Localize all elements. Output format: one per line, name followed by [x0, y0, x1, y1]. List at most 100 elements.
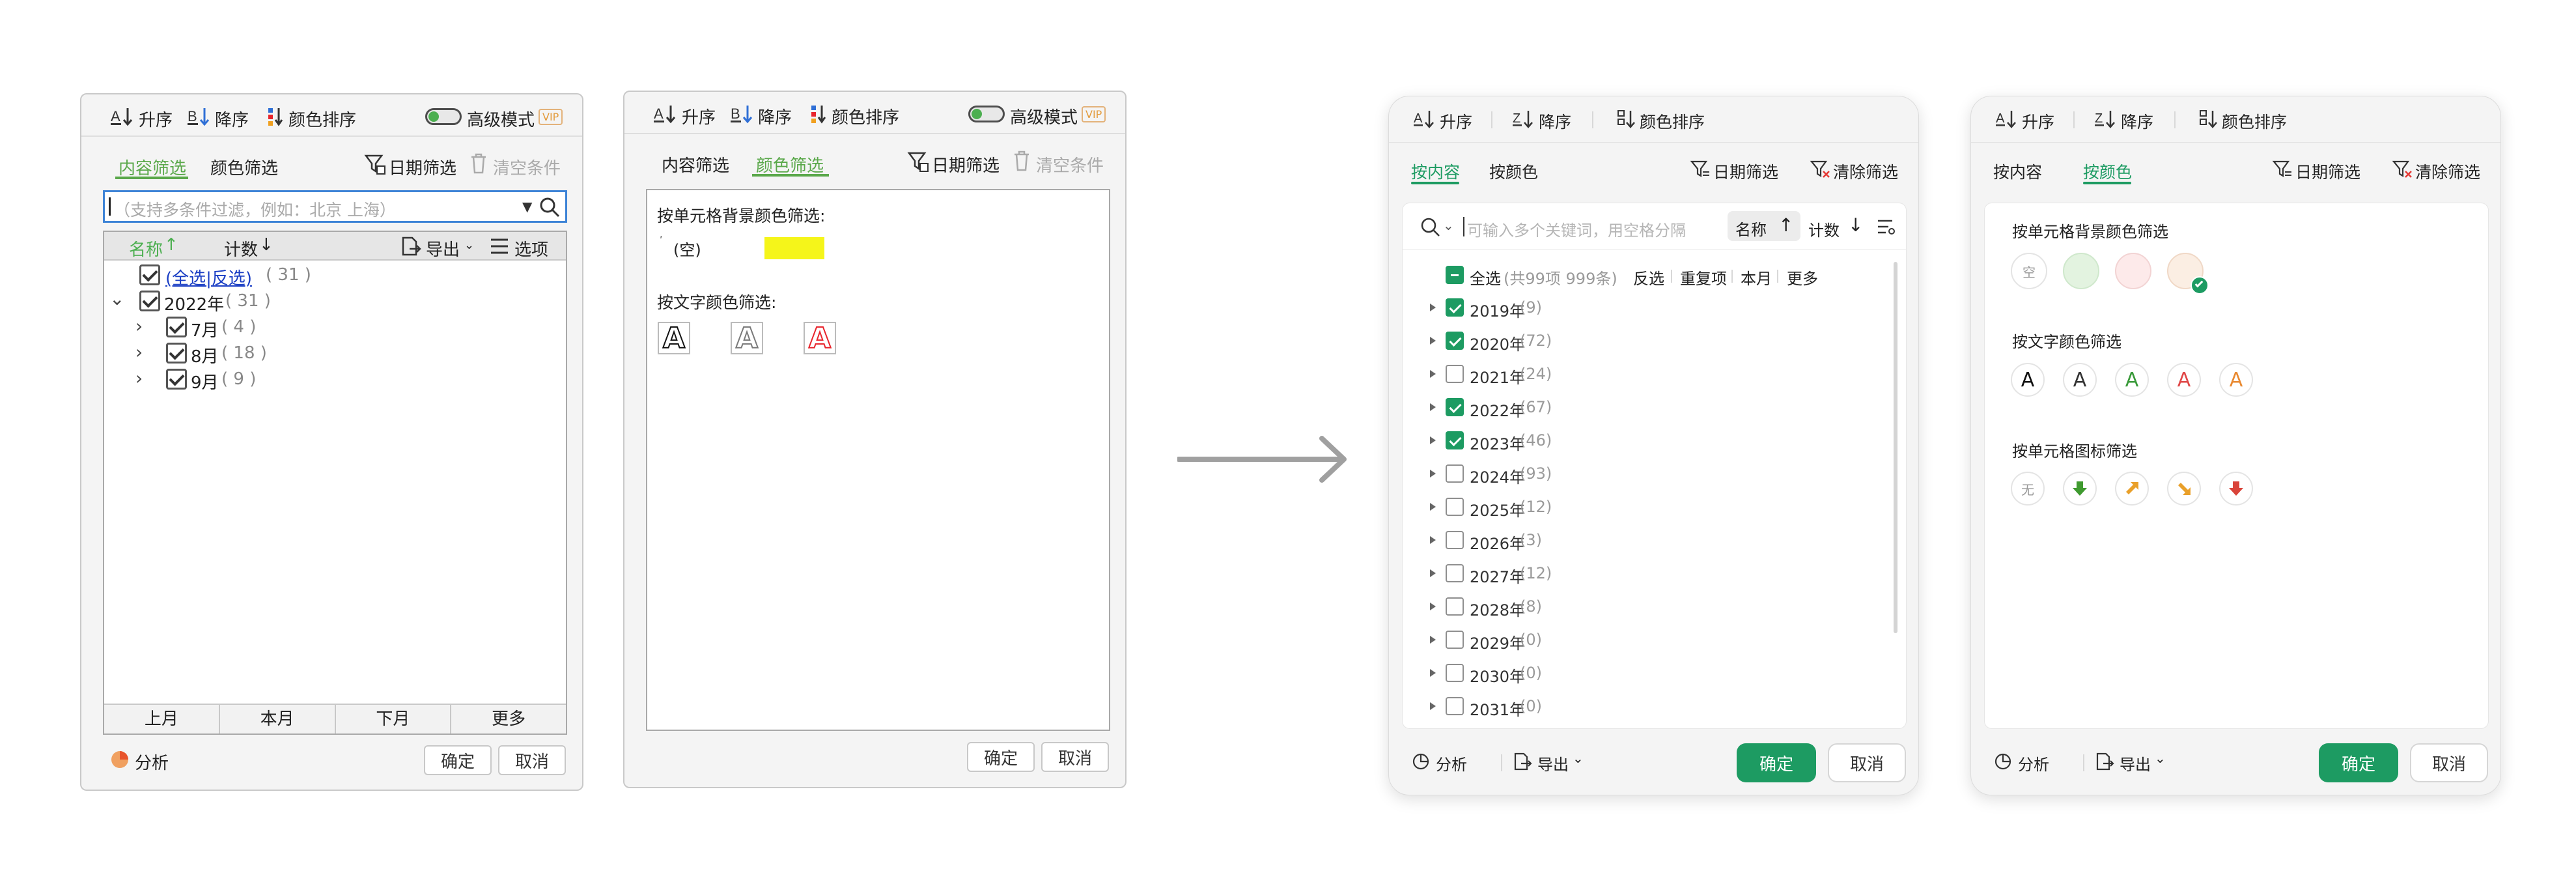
pie-chart-icon[interactable] [1993, 752, 2013, 771]
year-row[interactable]: 2026年 (3) [1403, 527, 1884, 553]
search-input-box[interactable]: （支持多条件过滤，例如：北京 上海） ▼ [103, 190, 567, 223]
advanced-mode-toggle[interactable] [425, 108, 462, 125]
date-filter-icon[interactable] [2272, 159, 2293, 180]
font-color-black-option[interactable]: A [2011, 363, 2045, 397]
checkbox[interactable] [166, 369, 187, 390]
sort-asc-icon[interactable]: A [1414, 108, 1437, 130]
ok-button[interactable]: 确定 [967, 742, 1035, 772]
clear-filter-icon[interactable] [2392, 159, 2413, 180]
font-color-dark-option[interactable]: A [2063, 363, 2097, 397]
this-month-link[interactable]: 本月 [1741, 270, 1772, 288]
expand-triangle-icon[interactable] [1430, 337, 1436, 345]
cancel-button[interactable]: 取消 [1041, 742, 1109, 772]
sort-count-label[interactable]: 计数 [1808, 221, 1840, 240]
expand-triangle-icon[interactable] [1430, 503, 1436, 511]
pie-chart-icon[interactable] [109, 749, 130, 770]
year-row[interactable]: 2019年 (9) [1403, 294, 1884, 321]
color-sort-button[interactable]: 颜色排序 [2222, 113, 2288, 132]
bg-yellow-swatch[interactable] [764, 237, 824, 259]
search-input[interactable]: 可输入多个关键词，用空格分隔 [1467, 221, 1686, 240]
sort-desc-button[interactable]: 降序 [758, 108, 792, 128]
bg-empty-option[interactable]: 空 [2011, 253, 2047, 289]
export-button[interactable]: 导出 [1537, 756, 1569, 774]
search-icon[interactable] [1420, 216, 1442, 238]
list-options-icon[interactable] [490, 238, 509, 255]
clear-filter-icon[interactable] [1810, 159, 1830, 180]
year-checkbox[interactable] [1446, 464, 1464, 483]
expand-chevron-right-icon[interactable]: › [135, 341, 143, 363]
year-checkbox[interactable] [1446, 365, 1464, 383]
column-count-header[interactable]: 计数 [224, 240, 259, 260]
date-filter-button[interactable]: 日期筛选 [1713, 163, 1779, 182]
expand-triangle-icon[interactable] [1430, 669, 1436, 677]
pie-chart-icon[interactable] [1411, 752, 1431, 771]
sort-asc-button[interactable]: 升序 [682, 108, 716, 128]
ok-button[interactable]: 确定 [424, 745, 492, 775]
bg-peach-swatch[interactable] [2167, 253, 2209, 294]
color-sort-icon[interactable] [267, 106, 283, 128]
tab-content-filter[interactable]: 内容筛选 [662, 156, 730, 176]
search-dropdown-icon[interactable]: ▼ [522, 199, 533, 214]
export-dropdown-icon[interactable]: ⌄ [464, 238, 475, 252]
expand-triangle-icon[interactable] [1430, 569, 1436, 577]
expand-triangle-icon[interactable] [1430, 370, 1436, 378]
color-sort-button[interactable]: 颜色排序 [832, 108, 900, 128]
clear-conditions-button[interactable]: 清空条件 [493, 159, 561, 178]
bg-empty-option[interactable]: (空) [673, 241, 701, 259]
checkbox[interactable] [166, 317, 187, 337]
sort-desc-icon[interactable]: B [188, 106, 214, 128]
date-filter-button[interactable]: 日期筛选 [932, 156, 1000, 176]
year-row[interactable]: 2024年 (93) [1403, 461, 1884, 487]
font-color-red-option[interactable]: A [2167, 363, 2201, 397]
tree-row-select-all[interactable]: (全选|反选) ( 31 ) [104, 262, 566, 289]
cancel-button[interactable]: 取消 [2410, 743, 2488, 782]
year-row[interactable]: 2031年 (0) [1403, 693, 1884, 719]
analysis-button[interactable]: 分析 [2018, 756, 2049, 774]
expand-chevron-down-icon[interactable]: ⌄ [109, 288, 125, 309]
year-checkbox[interactable] [1446, 298, 1464, 317]
year-checkbox[interactable] [1446, 631, 1464, 649]
tree-row-july[interactable]: › 7月 ( 4 ) [104, 314, 566, 341]
year-row[interactable]: 2023年 (46) [1403, 427, 1884, 453]
expand-triangle-icon[interactable] [1430, 470, 1436, 477]
sort-desc-button[interactable]: 降序 [215, 111, 249, 130]
year-row[interactable]: 2029年 (0) [1403, 627, 1884, 653]
tab-by-content[interactable]: 按内容 [1993, 163, 2043, 182]
export-button[interactable]: 导出 [426, 240, 460, 260]
tree-row-september[interactable]: › 9月 ( 9 ) [104, 366, 566, 393]
year-row[interactable]: 2020年 (72) [1403, 328, 1884, 354]
cancel-button[interactable]: 取消 [1828, 743, 1906, 782]
quick-this-month-button[interactable]: 本月 [220, 705, 336, 734]
icon-arrow-down-right-orange-option[interactable] [2167, 472, 2201, 506]
year-row[interactable]: 2025年 (12) [1403, 494, 1884, 520]
tree-row-august[interactable]: › 8月 ( 18 ) [104, 340, 566, 367]
export-icon[interactable] [2095, 752, 2114, 771]
year-checkbox[interactable] [1446, 332, 1464, 350]
year-checkbox[interactable] [1446, 431, 1464, 449]
sort-asc-button[interactable]: 升序 [1440, 113, 1473, 132]
year-row[interactable]: 2021年 (24) [1403, 361, 1884, 387]
expand-chevron-right-icon[interactable]: › [135, 367, 143, 389]
list-settings-icon[interactable] [1877, 218, 1896, 236]
quick-more-button[interactable]: 更多 [492, 709, 526, 729]
sort-desc-icon[interactable]: Z [2095, 108, 2118, 130]
arrow-down-icon[interactable]: ↓ [1848, 214, 1864, 236]
expand-triangle-icon[interactable] [1430, 304, 1436, 311]
select-all-invert-link[interactable]: (全选|反选) [165, 269, 253, 289]
sort-asc-button[interactable]: 升序 [2022, 113, 2055, 132]
ok-button[interactable]: 确定 [2319, 743, 2398, 782]
year-row[interactable]: 2027年 (12) [1403, 560, 1884, 586]
sort-asc-button[interactable]: 升序 [139, 111, 173, 130]
search-icon[interactable] [539, 196, 561, 218]
icon-arrow-up-right-orange-option[interactable] [2115, 472, 2149, 506]
color-sort-icon[interactable] [2199, 108, 2219, 130]
select-all-row[interactable]: 全选 (共99项 999条) 反选 重复项 本月 更多 [1403, 262, 1884, 288]
expand-triangle-icon[interactable] [1430, 436, 1436, 444]
export-button[interactable]: 导出 [2120, 756, 2151, 774]
date-filter-icon[interactable] [1690, 159, 1711, 180]
search-input[interactable]: （支持多条件过滤，例如：北京 上海） [114, 201, 396, 220]
date-filter-button[interactable]: 日期筛选 [2295, 163, 2361, 182]
font-color-orange-option[interactable]: A [2219, 363, 2253, 397]
expand-triangle-icon[interactable] [1430, 702, 1436, 710]
more-link[interactable]: 更多 [1787, 270, 1818, 288]
